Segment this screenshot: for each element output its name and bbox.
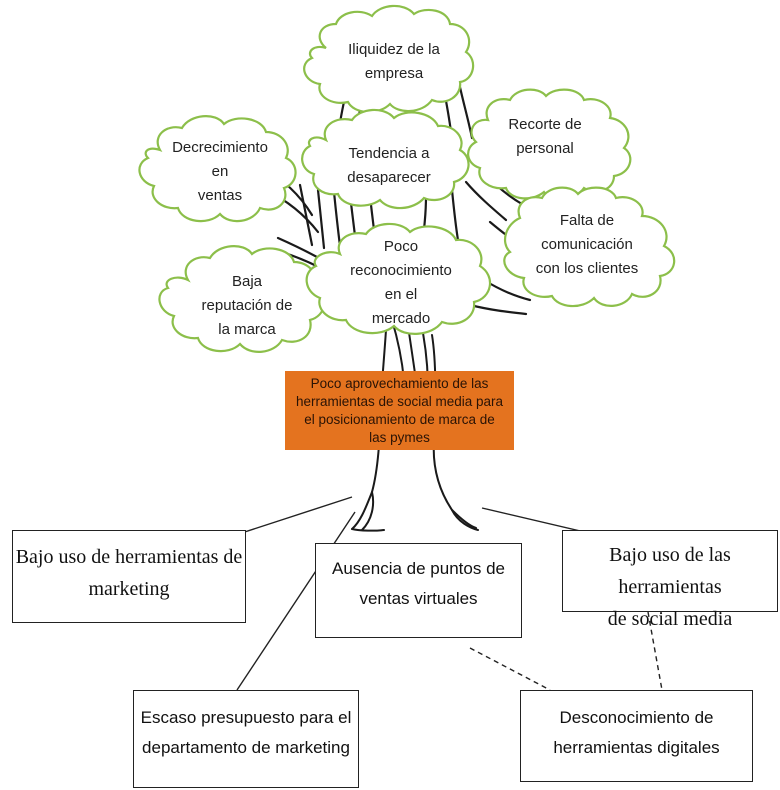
effect-liquidez-line-2: empresa	[364, 65, 424, 82]
cause-desconocimiento: Desconocimiento de herramientas digitale…	[520, 690, 753, 782]
cause-ausencia-puntos: Ausencia de puntos de ventas virtuales	[315, 543, 522, 638]
cloud-decrecimiento	[138, 115, 297, 223]
effect-poco-reconocimiento-line-3: en el	[384, 286, 418, 303]
effect-falta-line-1: Falta de	[559, 212, 615, 229]
cause-desconocimiento-line-2: herramientas digitales	[553, 738, 720, 757]
effect-baja-reputacion-line-1: Baja	[231, 273, 263, 290]
cause-bajo-uso-marketing: Bajo uso de herramientas de marketing	[12, 530, 246, 623]
effect-poco-reconocimiento-line-4: mercado	[371, 310, 431, 327]
effect-liquidez: Iliquidez de la empresa	[322, 38, 466, 86]
central-problem-box: Poco aprovechamiento de las herramientas…	[285, 371, 514, 450]
effect-recorte-line-1: Recorte de	[508, 116, 582, 133]
effect-falta: Falta de comunicación con los clientes	[516, 209, 658, 281]
cause-escaso-presupuesto-line-2: departamento de marketing	[142, 738, 350, 757]
central-problem-line-1: Poco aprovechamiento de las	[310, 375, 489, 391]
cause-escaso-presupuesto: Escaso presupuesto para el departamento …	[133, 690, 359, 788]
effect-tendencia-line-2: desaparecer	[347, 169, 431, 186]
cause-ausencia-puntos-line-1: Ausencia de puntos de	[332, 559, 505, 578]
effect-baja-reputacion-line-3: la marca	[218, 321, 276, 338]
cloud-liquidez	[303, 4, 475, 114]
effect-recorte: Recorte de personal	[482, 113, 608, 161]
cloud-falta	[503, 186, 676, 308]
effect-decrecimiento: Decrecimiento en ventas	[158, 136, 282, 208]
effect-poco-reconocimiento-line-2: reconocimiento	[350, 262, 452, 279]
cause-desconocimiento-line-1: Desconocimiento de	[559, 708, 714, 727]
effect-baja-reputacion-line-2: reputación de	[201, 297, 293, 314]
cause-bajo-uso-social-line-1: Bajo uso de las herramientas	[609, 544, 731, 598]
cloud-poco-reconocimiento	[305, 222, 491, 335]
effect-recorte-line-2: personal	[516, 140, 574, 157]
cause-bajo-uso-marketing-line-2: marketing	[88, 578, 170, 600]
cloud-tendencia	[301, 108, 470, 210]
cause-escaso-presupuesto-line-1: Escaso presupuesto para el	[140, 708, 352, 727]
effect-tendencia: Tendencia a desaparecer	[318, 142, 460, 190]
cause-bajo-uso-social-line-2: de social media	[607, 608, 733, 630]
cause-ausencia-puntos-line-2: ventas virtuales	[359, 589, 478, 608]
connector-social-desconocimiento	[647, 611, 663, 691]
central-problem-line-2: herramientas de social media para	[295, 393, 504, 409]
effect-falta-line-2: comunicación	[541, 236, 633, 253]
connector-escaso-presupuesto	[236, 511, 356, 691]
effect-poco-reconocimiento: Poco reconocimiento en el mercado	[330, 235, 472, 331]
effect-clouds	[138, 4, 676, 353]
effect-falta-line-3: con los clientes	[535, 260, 639, 277]
cloud-recorte	[467, 88, 632, 200]
effect-tendencia-line-1: Tendencia a	[348, 145, 430, 162]
effect-poco-reconocimiento-line-1: Poco	[383, 238, 419, 255]
effect-liquidez-line-1: Iliquidez de la	[348, 41, 440, 58]
effect-baja-reputacion: Baja reputación de la marca	[180, 270, 314, 342]
cause-bajo-uso-marketing-line-1: Bajo uso de herramientas de	[15, 546, 243, 568]
connector-ausencia-desconocimiento	[469, 647, 551, 691]
central-problem-line-4: las pymes	[369, 429, 430, 445]
cause-bajo-uso-social: Bajo uso de las herramientas de social m…	[562, 530, 778, 630]
effect-decrecimiento-line-1: Decrecimiento	[172, 139, 268, 156]
cloud-baja-reputacion	[158, 245, 326, 353]
central-problem-line-3: el posicionamiento de marca de	[304, 411, 495, 427]
effect-decrecimiento-line-2: en	[211, 163, 229, 180]
effect-decrecimiento-line-3: ventas	[197, 187, 243, 204]
